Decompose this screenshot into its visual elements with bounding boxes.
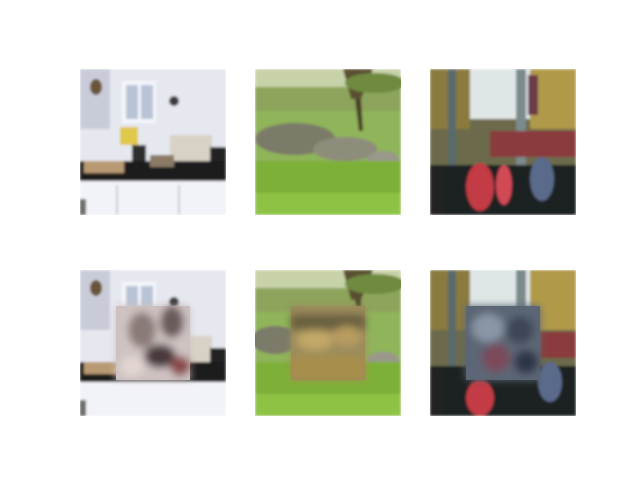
kitchen-image [80, 69, 226, 215]
savanna-image [255, 69, 401, 215]
mask-patch [466, 306, 540, 380]
panel-kitchen-masked [80, 270, 226, 416]
savanna-image-masked [255, 270, 401, 416]
panel-street-masked [430, 270, 576, 416]
street-image-masked [430, 270, 576, 416]
panel-street-original [430, 69, 576, 215]
mask-patch [291, 306, 365, 380]
kitchen-image-masked [80, 270, 226, 416]
panel-kitchen-original [80, 69, 226, 215]
panel-savanna-original [255, 69, 401, 215]
mask-patch [116, 306, 190, 380]
street-image [430, 69, 576, 215]
panel-savanna-masked [255, 270, 401, 416]
